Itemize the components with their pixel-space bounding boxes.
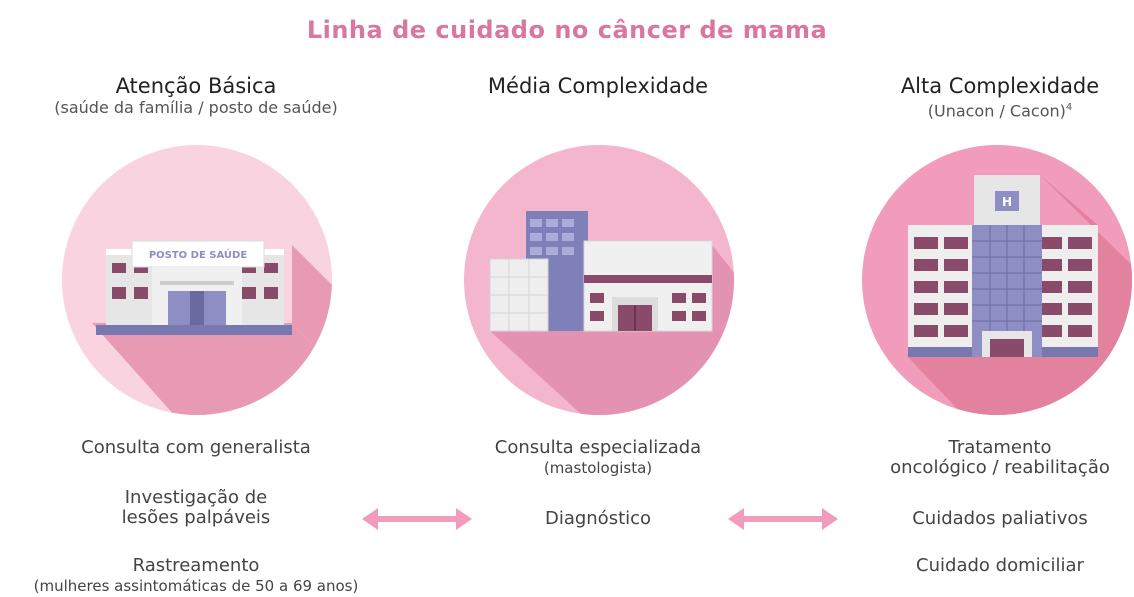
column-subtitle: (saúde da família / posto de saúde) [54, 98, 338, 117]
health-post-building-icon: POSTO DE SAÚDE [96, 240, 292, 335]
list-item: Tratamento oncológico / reabilitação [890, 437, 1110, 478]
list-item: Rastreamento (mulheres assintomáticas de… [33, 555, 359, 596]
list-item: Consulta com generalista [81, 437, 311, 458]
list-item: Cuidado domiciliar [916, 555, 1084, 576]
list-item: Consulta especializada (mastologista) [494, 437, 702, 478]
building-sign: POSTO DE SAÚDE [149, 248, 248, 261]
list-item: Diagnóstico [544, 508, 652, 529]
basic-care-illustration: POSTO DE SAÚDE [52, 145, 342, 435]
column-header-medium: Média Complexidade [408, 74, 788, 98]
hospital-sign: H [1002, 195, 1012, 209]
column-name: Atenção Básica [115, 74, 277, 98]
list-item: Cuidados paliativos [912, 508, 1088, 529]
footnote-marker: 4 [1065, 102, 1073, 113]
medium-care-illustration [454, 145, 744, 435]
diagram-title: Linha de cuidado no câncer de mama [306, 16, 828, 44]
column-subtitle: (Unacon / Cacon)4 [927, 101, 1073, 121]
column-name: Média Complexidade [487, 74, 709, 98]
hospital-building-icon: H [908, 175, 1098, 357]
column-header-high: Alta Complexidade (Unacon / Cacon)4 [810, 74, 1134, 121]
column-name: Alta Complexidade [900, 74, 1100, 98]
column-header-basic: Atenção Básica (saúde da família / posto… [6, 74, 386, 118]
specialty-clinic-building-icon [489, 211, 713, 332]
bidirectional-arrow-icon [728, 507, 838, 531]
high-care-illustration: H [862, 145, 1134, 435]
list-item: Investigação de lesões palpáveis [121, 487, 271, 528]
bidirectional-arrow-icon [362, 507, 472, 531]
